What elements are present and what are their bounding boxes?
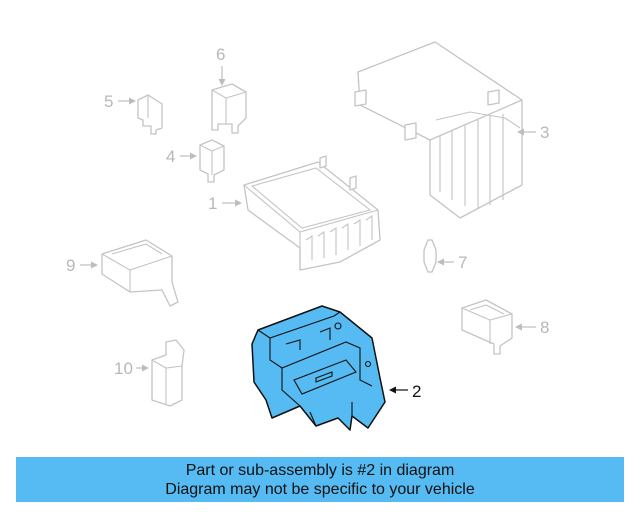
svg-text:8: 8 bbox=[540, 318, 549, 337]
svg-text:4: 4 bbox=[166, 147, 175, 166]
part-8 bbox=[461, 299, 513, 355]
part-10 bbox=[151, 339, 185, 407]
svg-text:6: 6 bbox=[216, 45, 225, 64]
callout-8: 8 bbox=[515, 318, 549, 337]
part-5 bbox=[137, 94, 163, 135]
callout-2: 2 bbox=[389, 382, 421, 401]
callout-10: 10 bbox=[114, 359, 149, 378]
part-9 bbox=[101, 239, 179, 307]
banner-line-1: Part or sub-assembly is #2 in diagram bbox=[185, 461, 455, 479]
svg-text:7: 7 bbox=[458, 253, 467, 272]
callout-6: 6 bbox=[216, 45, 226, 86]
banner-line-2: Diagram may not be specific to your vehi… bbox=[165, 480, 475, 498]
callout-4: 4 bbox=[166, 147, 197, 166]
callout-9: 9 bbox=[66, 256, 98, 275]
part-7 bbox=[423, 239, 437, 273]
part-4 bbox=[199, 139, 225, 183]
part-3-cover bbox=[354, 41, 523, 219]
svg-text:5: 5 bbox=[104, 92, 113, 111]
parts-diagram: 1 2 3 4 5 6 7 8 9 10 bbox=[66, 41, 549, 431]
info-banner: Part or sub-assembly is #2 in diagram Di… bbox=[16, 457, 624, 502]
part-6 bbox=[211, 83, 247, 134]
svg-text:9: 9 bbox=[66, 256, 75, 275]
callout-5: 5 bbox=[104, 92, 136, 111]
svg-text:3: 3 bbox=[540, 123, 549, 142]
svg-text:2: 2 bbox=[412, 382, 421, 401]
part-2-bracket bbox=[251, 305, 386, 431]
part-1-tray bbox=[243, 155, 381, 271]
callout-3: 3 bbox=[517, 123, 549, 142]
callout-7: 7 bbox=[437, 253, 467, 272]
svg-text:10: 10 bbox=[114, 359, 133, 378]
svg-text:1: 1 bbox=[208, 194, 217, 213]
callout-1: 1 bbox=[208, 194, 242, 213]
